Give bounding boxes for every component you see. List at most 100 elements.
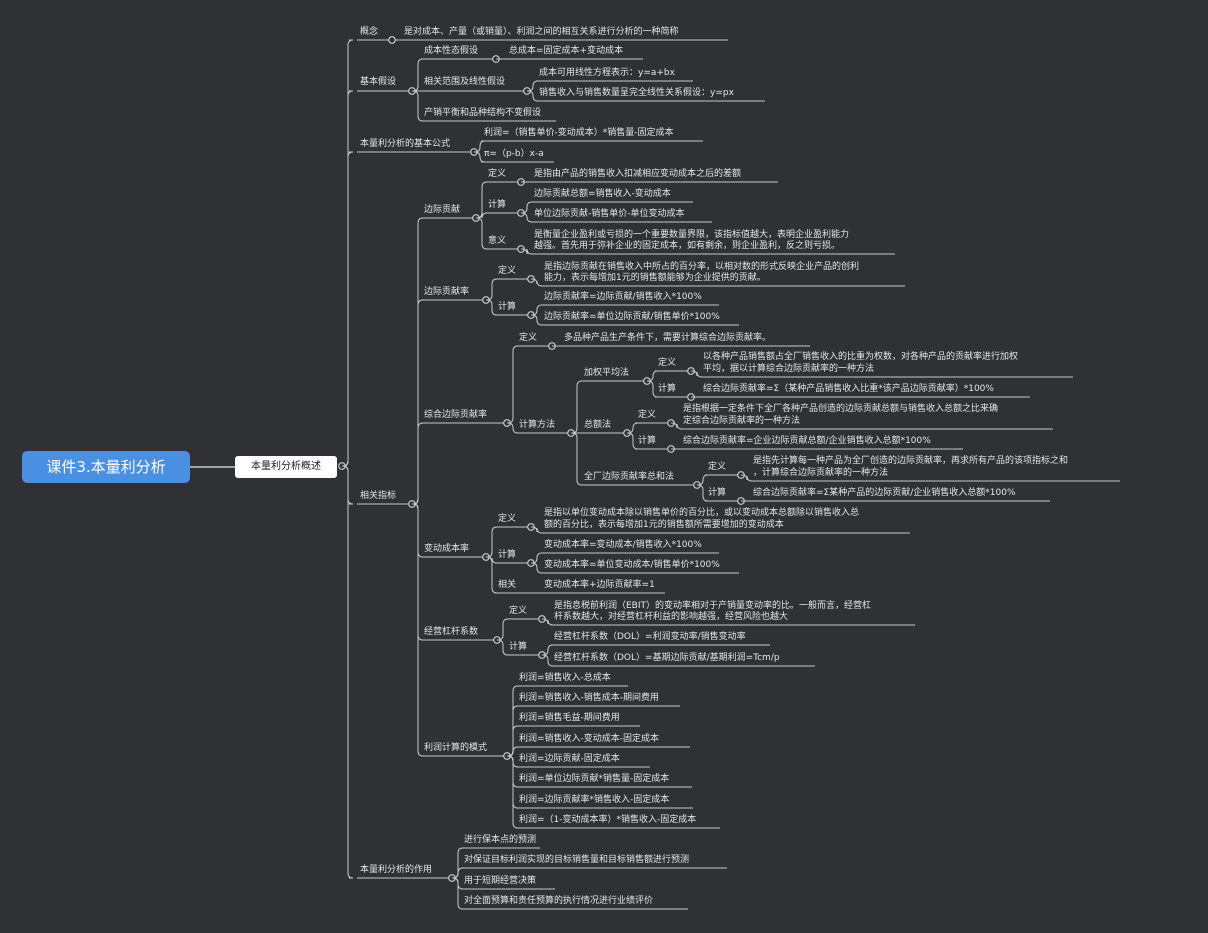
vcr-def-text-2[interactable]: 额的百分比，表示每增加1元的销售额所需要增加的变动成本 (544, 520, 784, 530)
overview-topic[interactable]: 本量利分析概述 (235, 456, 337, 478)
connector (486, 526, 498, 558)
connector (691, 370, 703, 378)
ta-def-text-1[interactable]: 是指根据一定条件下全厂各种产品创造的边际贡献总额与销售收入总额之比来确 (683, 404, 999, 414)
factory-method-topic[interactable]: 全厂边际贡献率总和法 (584, 472, 675, 482)
profit-model-5[interactable]: 利润=边际贡献-固定成本 (519, 754, 620, 764)
dol-topic[interactable]: 经营杠杆系数 (424, 627, 479, 637)
fa-def-topic[interactable]: 定义 (708, 462, 727, 472)
mcr-def-text-1[interactable]: 是指边际贡献在销售收入中所占的百分率，以相对数的形式反映企业产品的创利 (544, 262, 860, 272)
dol-def-topic[interactable]: 定义 (509, 606, 528, 616)
profit-model-3[interactable]: 利润=销售毛益-期间费用 (519, 713, 620, 723)
assumptions-topic[interactable]: 基本假设 (360, 77, 397, 87)
connector (412, 422, 424, 505)
function-1[interactable]: 进行保本点的预测 (464, 835, 537, 845)
profit-model-2[interactable]: 利润=销售收入-销售成本-期间费用 (519, 693, 660, 703)
profit-model-4[interactable]: 利润=销售收入-变动成本-固定成本 (519, 734, 660, 744)
indicators-topic[interactable]: 相关指标 (360, 491, 397, 501)
wa-def-text-1[interactable]: 以各种产品销售额占全厂销售收入的比重为权数，对各种产品的贡献率进行加权 (703, 352, 1019, 362)
profit-model-6[interactable]: 利润=单位边际贡献*销售量-固定成本 (519, 774, 670, 784)
cost-behavior-topic[interactable]: 成本性态假设 (424, 46, 479, 56)
connector (497, 639, 509, 656)
connector (531, 562, 543, 574)
function-4[interactable]: 对全面预算和责任预算的执行情况进行业绩评价 (464, 896, 654, 906)
connector (342, 151, 354, 467)
total-cost-text[interactable]: 总成本=固定成本+变动成本 (509, 46, 624, 56)
wmcr-def-text[interactable]: 多品种产品生产条件下，需要计算综合边际贡献率。 (564, 333, 772, 343)
ta-calc-text[interactable]: 综合边际贡献率=企业边际贡献总额/企业销售收入总额*100% (683, 436, 931, 446)
vcr-def-topic[interactable]: 定义 (498, 514, 517, 524)
profit-model-7[interactable]: 利润=边际贡献率*销售收入-固定成本 (519, 795, 670, 805)
linear-cost-text[interactable]: 成本可用线性方程表示：y=a+bx (539, 68, 675, 78)
mcr-topic[interactable]: 边际贡献率 (424, 287, 470, 297)
vcr-calc-2[interactable]: 变动成本率=单位变动成本/销售单价*100% (544, 560, 720, 570)
wa-def-text-2[interactable]: 平均，据以计算综合边际贡献率的一种方法 (703, 364, 875, 374)
ta-def-text-2[interactable]: 定综合边际贡献率的一种方法 (683, 416, 801, 426)
profit-model-topic[interactable]: 利润计算的模式 (424, 743, 488, 753)
ta-calc-topic[interactable]: 计算 (638, 436, 657, 446)
collapse-handle (388, 36, 396, 44)
mc-def-text[interactable]: 是指由产品的销售收入扣减相应变动成本之后的差额 (534, 169, 742, 179)
mc-mean-topic[interactable]: 意义 (488, 236, 507, 246)
mc-topic[interactable]: 边际贡献 (424, 205, 461, 215)
vcr-def-text-1[interactable]: 是指以单位变动成本除以销售单价的百分比，或以变动成本总额除以销售收入总 (544, 508, 860, 518)
profit-model-8[interactable]: 利润=（1-变动成本率）*销售收入-固定成本 (519, 815, 697, 825)
formula-topic[interactable]: 本量利分析的基本公式 (360, 139, 451, 149)
dol-def-text-2[interactable]: 杆系数越大，对经营杠杆利益的影响越强，经营风险也越大 (554, 612, 789, 622)
mc-mean-text-2[interactable]: 越强。首先用于弥补企业的固定成本，如有剩余，则企业盈利，反之则亏损。 (534, 241, 841, 251)
balance-assumption[interactable]: 产销平衡和品种结构不变假设 (424, 108, 542, 118)
wmcr-topic[interactable]: 综合边际贡献率 (424, 410, 488, 420)
mcr-calc-2[interactable]: 边际贡献率=单位边际贡献/销售单价*100% (544, 312, 720, 322)
mcr-def-text-2[interactable]: 能力，表示每增加1元的销售额能够为企业提供的贡献。 (544, 273, 766, 283)
root-topic[interactable]: 课件3.本量利分析 (22, 451, 190, 483)
concept-text[interactable]: 是对成本、产量（或销量）、利润之间的相互关系进行分析的一种简称 (404, 27, 679, 37)
mc-calc-2[interactable]: 单位边际贡献-销售单价-单位变动成本 (534, 209, 685, 219)
function-3[interactable]: 用于短期经营决策 (464, 876, 537, 886)
vcr-rel-topic[interactable]: 相关 (498, 580, 517, 590)
mc-def-topic[interactable]: 定义 (488, 169, 507, 179)
mc-calc-1[interactable]: 边际贡献总额=销售收入-变动成本 (534, 189, 671, 199)
dol-calc-topic[interactable]: 计算 (509, 642, 528, 652)
function-2[interactable]: 对保证目标利润实现的目标销售量和目标销售额进行预测 (464, 855, 690, 865)
vcr-topic[interactable]: 变动成本率 (424, 544, 470, 554)
connector (452, 877, 464, 910)
mcr-calc-1[interactable]: 边际贡献率=边际贡献/销售收入*100% (544, 292, 702, 302)
mc-calc-topic[interactable]: 计算 (488, 200, 507, 210)
wmcr-method-topic[interactable]: 计算方法 (519, 420, 556, 430)
dol-def-text-1[interactable]: 是指息税前利润（EBIT）的变动率相对于产销量变动率的比。一般而言，经营杠 (554, 601, 872, 611)
profit-formula-text[interactable]: 利润=（销售单价-变动成本）*销售量-固定成本 (484, 128, 674, 138)
fa-calc-text[interactable]: 综合边际贡献率=Σ某种产品的边际贡献/企业销售收入总额*100% (753, 488, 1016, 498)
pi-formula-text[interactable]: π=（p-b）x-a (484, 149, 544, 159)
connector (531, 278, 543, 287)
vcr-calc-1[interactable]: 变动成本率=变动成本/销售收入*100% (544, 540, 702, 550)
wa-calc-topic[interactable]: 计算 (658, 384, 677, 394)
fa-def-text-2[interactable]: ，计算综合边际贡献率的一种方法 (753, 468, 889, 478)
connector (542, 618, 554, 626)
wmcr-def-topic[interactable]: 定义 (519, 333, 538, 343)
profit-model-1[interactable]: 利润=销售收入-总成本 (519, 673, 611, 683)
fa-def-text-1[interactable]: 是指先计算每一种产品为全厂创造的边际贡献率，再求所有产品的该项指标之和 (753, 456, 1069, 466)
connector (741, 474, 753, 482)
weighted-method-topic[interactable]: 加权平均法 (584, 368, 630, 378)
vcr-calc-topic[interactable]: 计算 (498, 550, 517, 560)
mcr-def-topic[interactable]: 定义 (498, 266, 517, 276)
connector (412, 58, 424, 92)
mcr-calc-topic[interactable]: 计算 (498, 302, 517, 312)
functions-topic[interactable]: 本量利分析的作用 (360, 865, 433, 875)
linear-revenue-text[interactable]: 销售收入与销售数量呈完全线性关系假设：y=px (539, 88, 734, 98)
linear-topic[interactable]: 相关范围及线性假设 (424, 77, 506, 87)
connector (412, 90, 424, 122)
ta-def-topic[interactable]: 定义 (638, 410, 657, 420)
wa-def-topic[interactable]: 定义 (658, 358, 677, 368)
wa-calc-text[interactable]: 综合边际贡献率=Σ（某种产品销售收入比重*该产品边际贡献率）*100% (703, 384, 994, 394)
total-method-topic[interactable]: 总额法 (584, 420, 612, 430)
concept-topic[interactable]: 概念 (360, 27, 379, 37)
dol-calc-2[interactable]: 经营杠杆系数（DOL）=基期边际贡献/基期利润=Tcm/p (554, 653, 780, 663)
connector (486, 278, 498, 301)
dol-calc-1[interactable]: 经营杠杆系数（DOL）=利润变动率/销售变动率 (554, 632, 746, 642)
fa-calc-topic[interactable]: 计算 (708, 488, 727, 498)
connector (531, 314, 543, 326)
vcr-rel-text[interactable]: 变动成本率+边际贡献率=1 (544, 580, 655, 590)
connector (521, 248, 533, 255)
mc-mean-text-1[interactable]: 是衡量企业盈利或亏损的一个重要数量界限，该指标值越大，表明企业盈利能力 (534, 230, 850, 240)
